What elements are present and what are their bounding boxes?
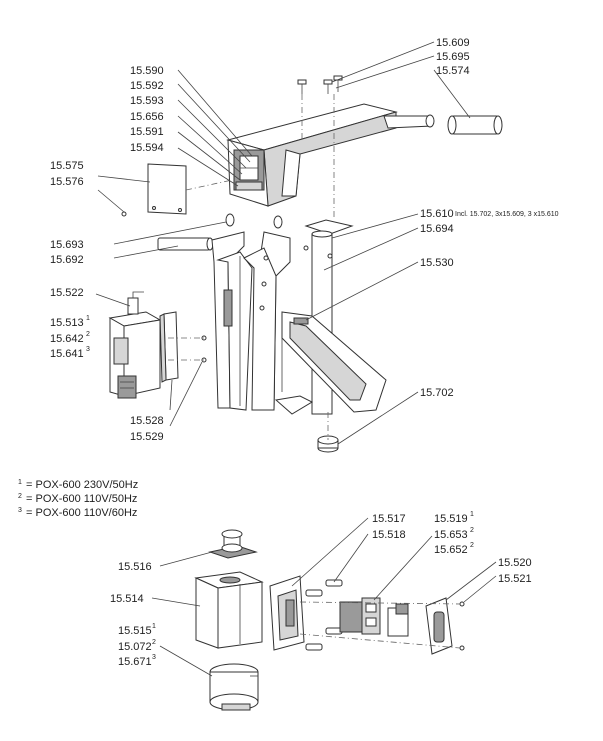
label-15518: 15.518: [372, 529, 406, 541]
housing-box-15514: [194, 571, 264, 649]
label-15641-sup: 3: [86, 346, 90, 353]
label-15594: 15.594: [130, 142, 164, 154]
label-15528: 15.528: [130, 415, 164, 427]
label-15609: 15.609: [436, 37, 470, 49]
label-15529: 15.529: [130, 431, 164, 443]
label-15652: 15.652: [434, 544, 468, 556]
spacers-15518: [305, 579, 343, 651]
leader-lines: [95, 41, 471, 445]
lower-labels: 15.517 15.518 15.519 1 15.653 2 15.652 2…: [110, 511, 532, 668]
label-15514: 15.514: [110, 593, 144, 605]
label-15593: 15.593: [130, 95, 164, 107]
top-screws: [297, 75, 343, 94]
label-15642-sup: 2: [86, 331, 90, 338]
label-15515: 15.515: [118, 625, 152, 637]
label-15656: 15.656: [130, 111, 164, 123]
label-15652-sup: 2: [470, 542, 474, 549]
label-15513: 15.513: [50, 317, 84, 329]
lower-leader-lines: [151, 517, 497, 677]
motor-15515: [209, 663, 259, 711]
crossbar-arm: [226, 103, 435, 207]
lower-guides: [299, 601, 461, 649]
label-15576: 15.576: [50, 176, 84, 188]
label-15695: 15.695: [436, 51, 470, 63]
switch-assembly-15519: [339, 597, 409, 637]
front-plate-15517: [269, 575, 305, 651]
label-15072: 15.072: [118, 641, 152, 653]
label-15530: 15.530: [420, 257, 454, 269]
label-15513-sup: 1: [86, 315, 90, 322]
lower-assembly: 15.517 15.518 15.519 1 15.653 2 15.652 2…: [110, 511, 532, 711]
label-15521: 15.521: [498, 573, 532, 585]
legend-item-1: = POX-600 230V/50Hz: [26, 479, 138, 491]
label-15610-note: Incl. 15.702, 3x15.609, 3 x15.610: [455, 211, 559, 218]
legend-sup-3: 3: [18, 507, 22, 514]
base-foot: [274, 311, 387, 415]
legend-item-2: = POX-600 110V/50Hz: [26, 493, 137, 505]
motor-unit: [108, 291, 162, 399]
label-15653-sup: 2: [470, 527, 474, 534]
label-15641: 15.641: [50, 348, 84, 360]
label-15516: 15.516: [118, 561, 152, 573]
foot-cap: [317, 435, 339, 453]
label-15692: 15.692: [50, 254, 84, 266]
bracket-plate: [159, 311, 207, 383]
legend-item-3: = POX-600 110V/60Hz: [26, 507, 137, 519]
legend-sup-2: 2: [18, 493, 22, 500]
label-15520: 15.520: [498, 557, 532, 569]
label-15642: 15.642: [50, 333, 84, 345]
label-15610: 15.610: [420, 208, 454, 220]
main-frame: [211, 231, 291, 411]
label-15702: 15.702: [420, 387, 454, 399]
label-15590: 15.590: [130, 65, 164, 77]
label-15591: 15.591: [130, 126, 164, 138]
label-15575: 15.575: [50, 160, 84, 172]
legend-sup-1: 1: [18, 479, 22, 486]
label-15519-sup: 1: [470, 511, 474, 518]
label-15653: 15.653: [434, 529, 468, 541]
label-15592: 15.592: [130, 80, 164, 92]
assembly-guides: [168, 94, 335, 440]
cover-plate: [121, 163, 187, 217]
label-15694: 15.694: [420, 223, 454, 235]
label-15072-sup: 2: [152, 639, 156, 646]
label-15671: 15.671: [118, 656, 152, 668]
label-15671-sup: 3: [152, 654, 156, 661]
label-15522: 15.522: [50, 287, 84, 299]
upper-assembly: 15.609 15.695 15.574 15.590 15.592 15.59…: [50, 37, 559, 453]
upper-labels: 15.609 15.695 15.574 15.590 15.592 15.59…: [50, 37, 559, 443]
voltage-legend: 1 = POX-600 230V/50Hz 2 = POX-600 110V/5…: [18, 479, 138, 519]
cable-gland-15516: [208, 529, 258, 559]
label-15517: 15.517: [372, 513, 406, 525]
bezel-15520: [425, 597, 465, 655]
label-15693: 15.693: [50, 239, 84, 251]
handle-bar-15574: [447, 115, 503, 135]
o-rings: [225, 213, 283, 229]
label-15574: 15.574: [436, 65, 470, 77]
label-15515-sup: 1: [152, 623, 156, 630]
label-15519: 15.519: [434, 513, 468, 525]
